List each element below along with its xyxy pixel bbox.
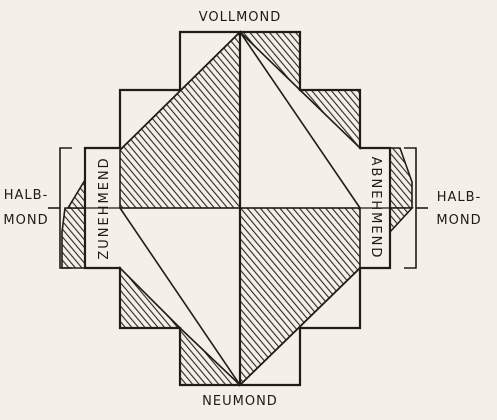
label-full-moon: VOLLMOND <box>199 10 282 25</box>
bottom-left-corner-shade <box>179 326 243 386</box>
left-halfmoon-upper-shade <box>66 177 86 209</box>
right-halfmoon-lower-shade <box>389 207 414 235</box>
right-upper-step-shade <box>298 89 361 150</box>
label-waxing-vertical: ZUNEHMEND <box>97 156 112 259</box>
left-halfmoon-lower-shade <box>61 207 86 269</box>
label-right-halfmoon-line1: HALB- <box>437 190 482 205</box>
top-right-corner-shade <box>238 31 301 92</box>
shaded-regions <box>61 30 414 387</box>
right-halfmoon-upper-shade <box>389 147 413 209</box>
left-lower-step-shade <box>119 266 182 329</box>
internal-lines <box>85 31 390 386</box>
stepped-outline <box>83 30 392 387</box>
halfmoon-brackets <box>48 147 428 269</box>
label-waning-vertical: ABNEHMEND <box>368 157 383 260</box>
label-new-moon: NEUMOND <box>202 394 278 409</box>
label-left-halfmoon-line1: HALB- <box>4 188 49 203</box>
label-left-halfmoon-line2: MOND <box>3 213 48 228</box>
label-right-halfmoon-line2: MOND <box>436 213 481 228</box>
